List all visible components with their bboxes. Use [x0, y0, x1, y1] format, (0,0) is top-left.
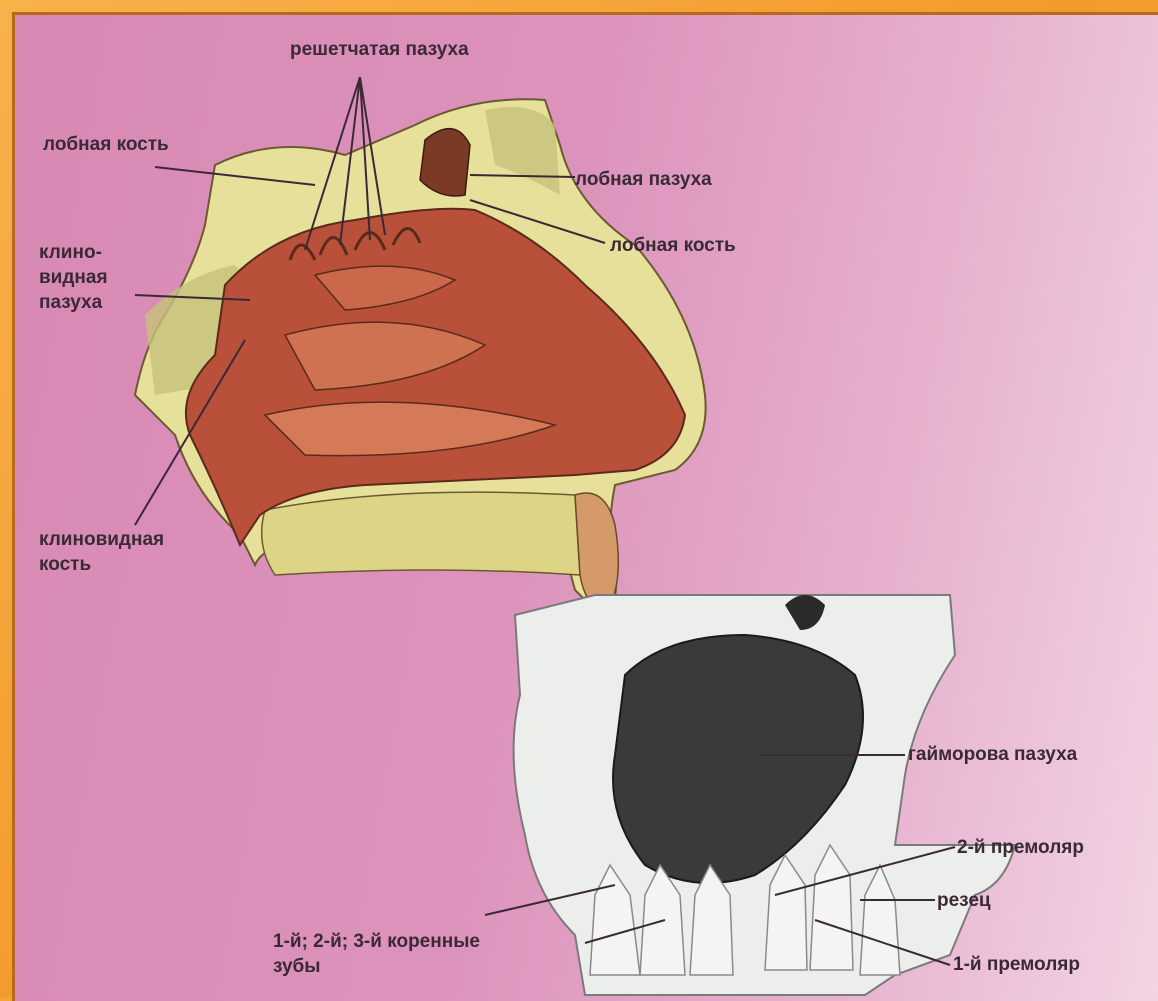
label-sphenoid-sinus-line3: пазуха	[39, 292, 103, 313]
illustration-canvas: решетчатая пазуха лобная кость лобная па…	[12, 12, 1158, 1001]
palate-bone	[262, 492, 580, 575]
label-maxillary-sinus: гайморова пазуха	[908, 744, 1078, 765]
label-first-premolar: 1-й премоляр	[953, 954, 1080, 975]
label-frontal-sinus: лобная пазуха	[575, 169, 712, 190]
frontal-sinus-cavity	[420, 129, 470, 196]
label-sphenoid-sinus-line1: клино-	[39, 242, 102, 263]
label-molars-line2: зубы	[273, 956, 321, 977]
label-ethmoid-sinus: решетчатая пазуха	[290, 39, 469, 60]
label-incisor: резец	[937, 890, 991, 911]
label-sphenoid-sinus-line2: видная	[39, 267, 108, 288]
label-frontal-bone-left: лобная кость	[43, 134, 169, 155]
label-second-premolar: 2-й премоляр	[957, 837, 1084, 858]
label-sphenoid-bone-line2: кость	[39, 554, 91, 575]
anatomy-diagram: решетчатая пазуха лобная кость лобная па…	[15, 15, 1158, 1001]
label-sphenoid-bone-line1: клиновидная	[39, 529, 164, 550]
label-molars-line1: 1-й; 2-й; 3-й коренные	[273, 931, 480, 952]
maxilla-section	[514, 595, 1015, 995]
label-frontal-bone-right: лобная кость	[610, 235, 736, 256]
